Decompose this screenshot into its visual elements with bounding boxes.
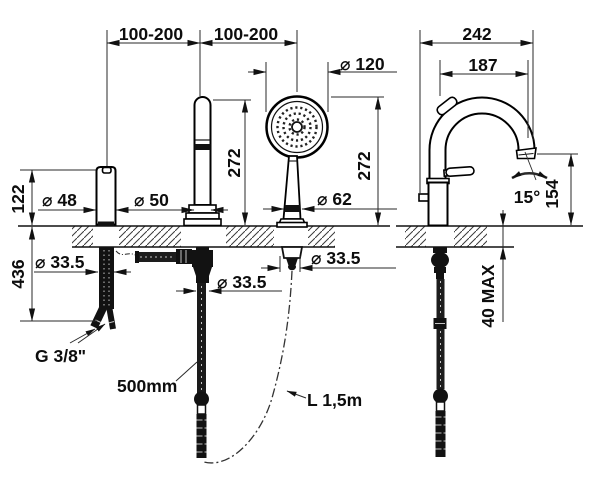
outlet-hose-500mm (194, 283, 209, 458)
dim-head-diameter: ⌀ 120 (340, 54, 385, 74)
spout-top-lever (436, 96, 458, 116)
dim-handshower-hole: ⌀ 33.5 (311, 248, 361, 268)
shower-hose-curve (203, 270, 293, 464)
faucet-underdeck-hose (431, 247, 449, 457)
spout-column (183, 96, 222, 227)
spout-underdeck-elbow (135, 247, 213, 283)
countertop-right (396, 225, 583, 248)
dimension-labels: 100-200 100-200 ⌀ 120 242 187 272 272 12… (8, 24, 562, 410)
dim-spout-reach: 187 (468, 55, 497, 75)
dimension-lines (20, 30, 578, 399)
dim-shower-hose-length: L 1,5m (307, 390, 362, 410)
mixer-valve (95, 166, 117, 226)
dim-valve-height: 122 (8, 184, 28, 213)
dim-column-diameter: ⌀ 50 (134, 190, 169, 210)
spout-outlet (515, 147, 537, 160)
dim-outlet-hose-length: 500mm (117, 376, 177, 396)
dim-thread: G 3/8" (35, 346, 86, 366)
dim-right-spacing: 100-200 (214, 24, 278, 44)
dim-below-deck-depth: 436 (8, 259, 28, 288)
dim-swivel-angle: 15° (514, 187, 540, 207)
dim-valve-diameter: ⌀ 48 (42, 190, 77, 210)
dim-handshower-height: 272 (354, 151, 374, 180)
hand-shower-underdeck-fitting (280, 246, 304, 271)
dim-column-hole: ⌀ 33.5 (217, 272, 267, 292)
hand-shower (265, 95, 329, 228)
dim-column-height: 272 (224, 148, 244, 177)
dim-spout-reach-overall: 242 (462, 24, 491, 44)
dim-valve-hole: ⌀ 33.5 (35, 252, 85, 272)
dim-max-deck-thickness: 40 MAX (478, 264, 498, 328)
valve-supply-hoses (90, 247, 116, 330)
dim-handle-diameter: ⌀ 62 (317, 189, 352, 209)
dim-left-spacing: 100-200 (119, 24, 183, 44)
dim-outlet-height: 154 (542, 179, 562, 208)
valve-connection-squiggle (115, 250, 138, 257)
countertop-left (18, 225, 390, 248)
gooseneck-faucet (418, 96, 537, 227)
